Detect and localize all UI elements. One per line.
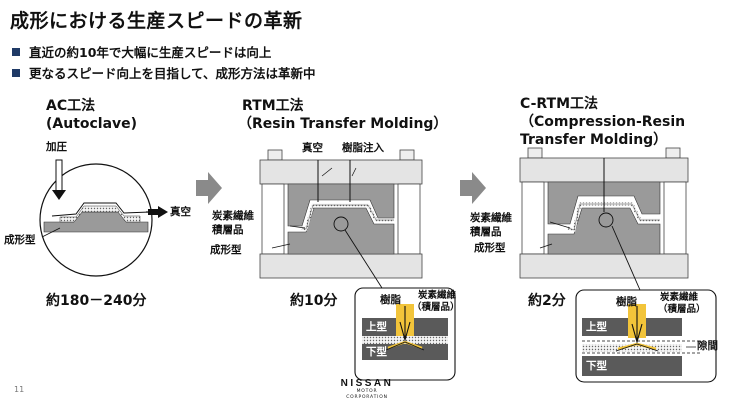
- ac-label-vacuum: 真空: [170, 206, 191, 218]
- rtm-detail-carbon-fiber: 炭素繊維: [418, 290, 457, 301]
- ac-laminate: [59, 205, 141, 223]
- rtm-cycle-time: 約10分: [290, 293, 338, 309]
- crtm-detail-carbon-fiber: 炭素繊維: [660, 292, 699, 303]
- logo-sub: MOTOR CORPORATION: [346, 389, 388, 400]
- crtm-detail-resin: 樹脂: [616, 296, 637, 308]
- rtm-detail-upper-mold: 上型: [366, 321, 387, 333]
- rtm-detail-resin: 樹脂: [380, 294, 401, 306]
- rtm-press: [259, 149, 423, 289]
- bullet-square-icon: [12, 68, 20, 77]
- crtm-cycle-time: 約2分: [528, 293, 566, 309]
- ac-heading-line1: AC工法: [46, 98, 96, 114]
- rtm-heading: RTM工法 （Resin Transfer Molding）: [238, 97, 447, 133]
- autoclave-diagram: [39, 159, 168, 277]
- rtm-label-laminate: 積層品: [212, 224, 244, 236]
- slide-title: 成形における生産スピードの革新: [10, 10, 303, 32]
- crtm-detail-lower-mold: 下型: [586, 360, 607, 372]
- bullet-text: 更なるスピード向上を目指して、成形方法は革新中: [29, 66, 316, 81]
- bullet-text: 直近の約10年で大幅に生産スピードは向上: [29, 45, 272, 60]
- crtm-detail-laminate: （積層品）: [658, 304, 706, 315]
- crtm-heading-line2: （Compression-Resin: [520, 114, 686, 130]
- pressure-arrow-icon: [52, 190, 66, 200]
- logo-main: NISSAN: [340, 378, 394, 389]
- rtm-label-mold: 成形型: [210, 244, 242, 256]
- bullet-item: 更なるスピード向上を目指して、成形方法は革新中: [12, 63, 316, 82]
- nissan-logo: NISSAN MOTOR CORPORATION: [336, 378, 398, 401]
- crtm-press: [519, 147, 689, 291]
- process-arrow-icon: [460, 172, 486, 204]
- process-arrow-icon: [196, 172, 222, 204]
- rtm-detail-lower-mold: 下型: [366, 346, 387, 358]
- crtm-detail-gap: 隙間: [697, 340, 718, 352]
- crtm-label-laminate: 積層品: [470, 226, 502, 238]
- ac-heading-line2: (Autoclave): [46, 116, 138, 132]
- ac-heading: AC工法 (Autoclave): [46, 97, 137, 133]
- ac-label-mold: 成形型: [4, 234, 36, 246]
- bullet-square-icon: [12, 47, 20, 56]
- rtm-label-carbon-fiber: 炭素繊維: [212, 210, 254, 222]
- rtm-heading-line2: （Resin Transfer Molding）: [238, 116, 448, 132]
- ac-label-pressure: 加圧: [46, 141, 67, 153]
- crtm-label-mold: 成形型: [474, 242, 506, 254]
- rtm-heading-line1: RTM工法: [242, 98, 304, 114]
- rtm-label-vacuum: 真空: [302, 142, 323, 154]
- crtm-detail: [575, 289, 717, 383]
- rtm-detail: [354, 287, 456, 381]
- rtm-detail-laminate: （積層品）: [412, 302, 460, 313]
- crtm-heading-line3: Transfer Molding）: [520, 132, 668, 148]
- crtm-detail-upper-mold: 上型: [586, 321, 607, 333]
- bullet-item: 直近の約10年で大幅に生産スピードは向上: [12, 42, 271, 61]
- crtm-label-carbon-fiber: 炭素繊維: [470, 212, 512, 224]
- ac-cycle-time: 約180－240分: [46, 293, 147, 309]
- crtm-heading: C-RTM工法 （Compression-Resin Transfer Mold…: [520, 95, 685, 149]
- ac-vacuum-bag: [51, 202, 151, 217]
- vacuum-arrow-icon: [158, 206, 168, 218]
- rtm-label-resin-injection: 樹脂注入: [342, 142, 384, 154]
- page-number: 11: [14, 385, 25, 394]
- crtm-heading-line1: C-RTM工法: [520, 96, 599, 112]
